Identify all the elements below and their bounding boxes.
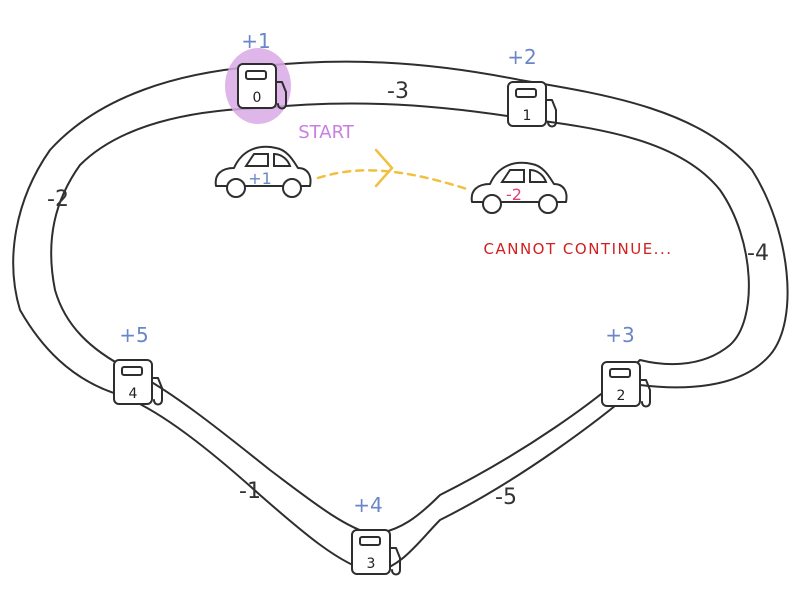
station-2: 2 (601, 361, 651, 408)
start-label: START (298, 122, 355, 143)
car-end: -2 (470, 161, 568, 214)
segment-2-3-cost: -5 (495, 485, 517, 510)
move-arrow (316, 169, 472, 192)
pump-hose (273, 81, 287, 110)
pump-hose (149, 377, 163, 406)
pump-screen (359, 536, 381, 546)
segment-0-1-cost: -3 (387, 79, 409, 104)
pump-screen (609, 368, 631, 378)
cannot-continue-message: CANNOT CONTINUE... (484, 240, 673, 258)
car-wheel (226, 178, 246, 198)
car-fuel-end: -2 (506, 185, 522, 204)
road-outer-edge (12, 60, 789, 573)
segment-4-0-cost: -2 (47, 187, 69, 212)
station-0-gain: +1 (241, 29, 270, 53)
pump-screen (245, 70, 267, 80)
car-windows (244, 152, 292, 167)
car-wheel (482, 194, 502, 214)
road-inner-edge (50, 102, 750, 535)
car-windows (500, 168, 548, 183)
arrowhead-icon (374, 148, 394, 188)
car-start: +1 (214, 145, 312, 198)
station-1: 1 (507, 81, 557, 128)
pump-hose (637, 379, 651, 408)
station-index: 3 (367, 556, 376, 572)
station-2-gain: +3 (605, 323, 634, 347)
station-index: 1 (523, 108, 532, 124)
station-3: 3 (351, 529, 401, 576)
station-1-gain: +2 (507, 45, 536, 69)
car-wheel (282, 178, 302, 198)
segment-3-4-cost: -1 (239, 479, 261, 504)
station-index: 2 (617, 388, 626, 404)
segment-1-2-cost: -4 (747, 241, 769, 266)
station-0: 0 (237, 63, 287, 110)
pump-hose (543, 99, 557, 128)
car-fuel-start: +1 (248, 169, 272, 188)
station-4-gain: +5 (119, 323, 148, 347)
station-index: 0 (253, 90, 262, 106)
station-3-gain: +4 (353, 493, 382, 517)
station-4: 4 (113, 359, 163, 406)
pump-screen (515, 88, 537, 98)
station-index: 4 (129, 386, 138, 402)
pump-screen (121, 366, 143, 376)
pump-hose (387, 547, 401, 576)
car-wheel (538, 194, 558, 214)
